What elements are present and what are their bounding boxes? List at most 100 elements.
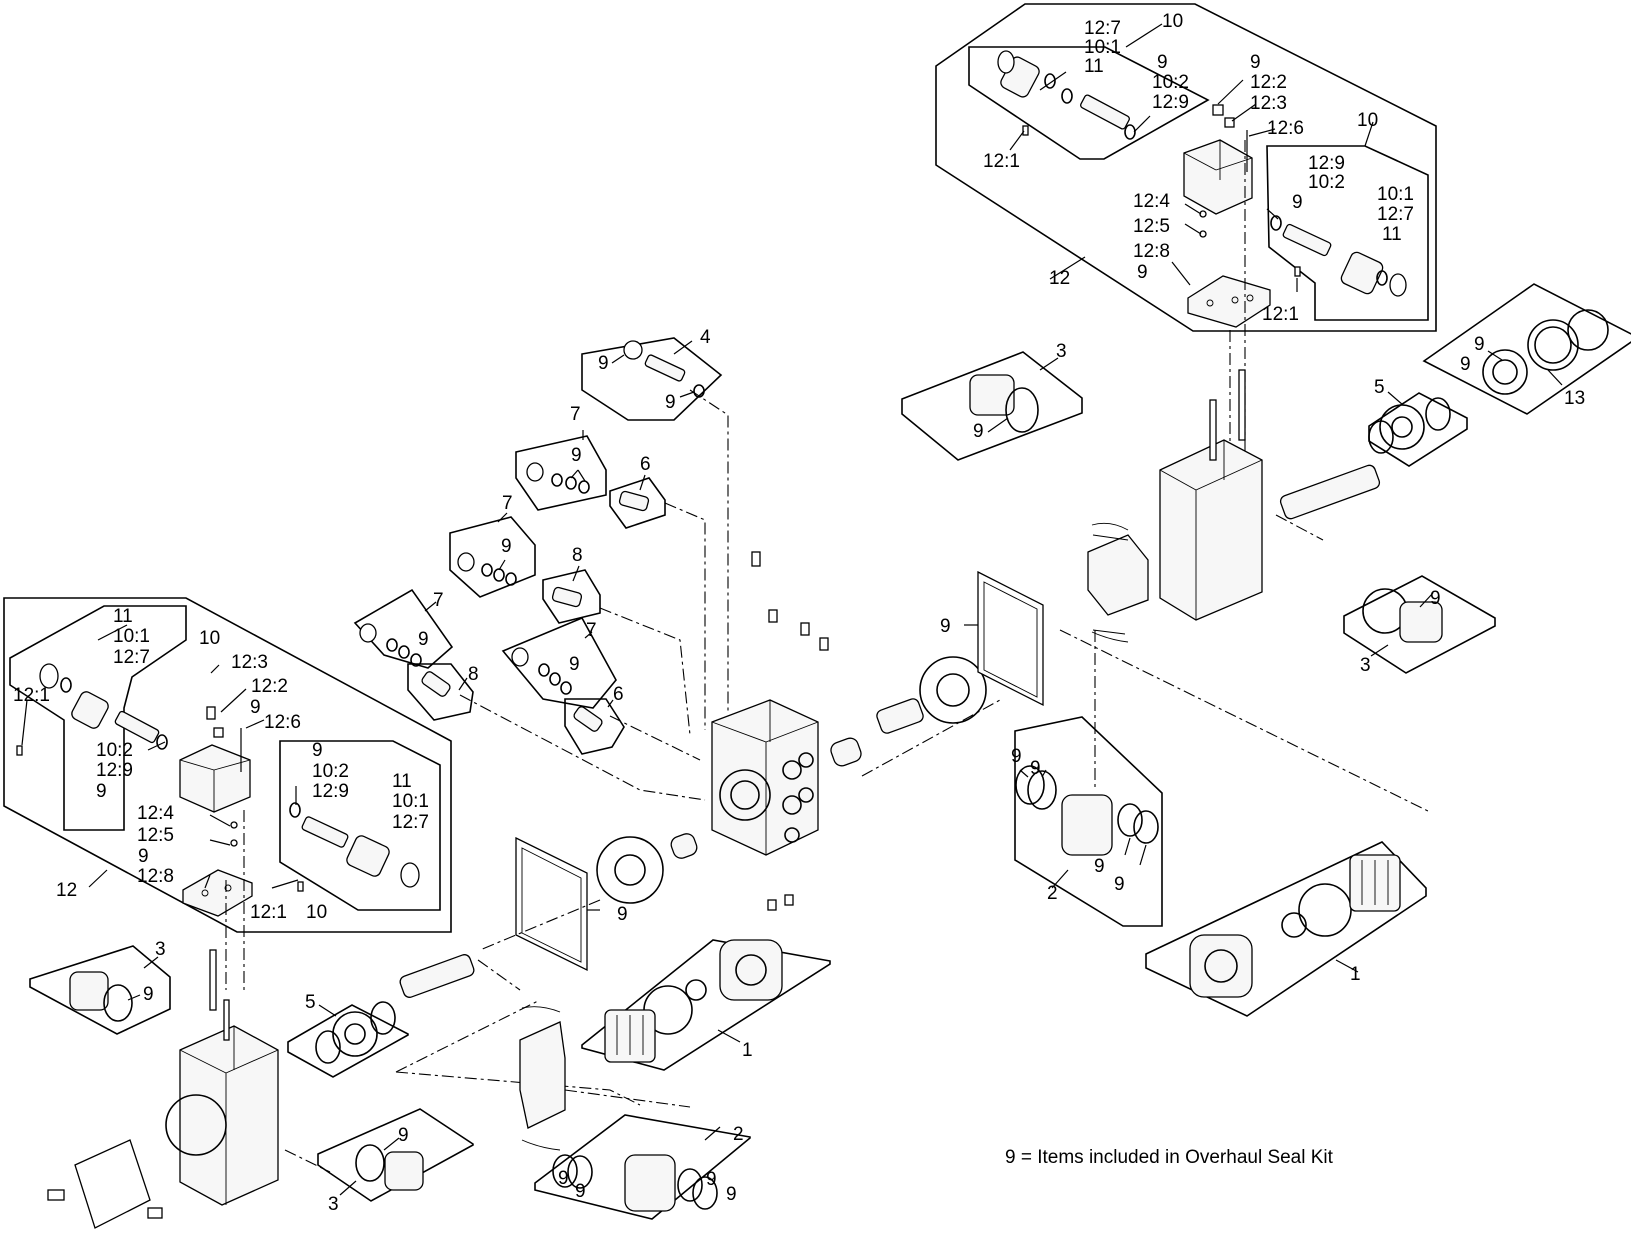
middle-valve-kits: [353, 337, 723, 755]
solenoid-coil-left-a: [71, 691, 109, 729]
left-pump-side: [29, 939, 831, 1229]
callout-upper-11b: 11: [1382, 224, 1402, 245]
stud-right-2: [1209, 399, 1217, 461]
callout-7d: 7: [586, 620, 597, 641]
control-block-upper: [1183, 139, 1253, 215]
swash-plate-left: [519, 1021, 566, 1129]
gasket-left: [515, 836, 588, 972]
coupler-left: [670, 833, 698, 859]
housing-bore: [719, 769, 771, 821]
solenoid-nut-upper-a: [997, 50, 1015, 74]
callout-left-12-7: 12:7: [113, 647, 150, 668]
callout-left-12-9: 12:9: [96, 760, 133, 781]
kit-6a-outline: [609, 477, 666, 529]
kit-10-outline-left-b: [279, 740, 441, 911]
kit-8a-outline: [542, 569, 601, 624]
bearing-5-left: [332, 1011, 378, 1057]
screw-left-12-1a: [16, 745, 23, 756]
callout-upper-10-2b: 10:2: [1308, 172, 1345, 193]
kit-5-outline-left: [287, 1004, 409, 1078]
callout-left-10-2: 10:2: [96, 740, 133, 761]
callout-left-12-5: 12:5: [137, 825, 174, 846]
bolt-3: [800, 622, 810, 636]
left-control-assembly: [3, 597, 452, 933]
callout-left-12-9b: 12:9: [312, 781, 349, 802]
seal-kit-note: 9 = Items included in Overhaul Seal Kit: [1005, 1147, 1334, 1168]
oring-upper-a3: [1124, 124, 1136, 140]
callout-left-3b-9: 9: [398, 1125, 409, 1146]
callout-left-12-1b: 12:1: [250, 902, 287, 923]
callout-right-13-9a: 9: [1474, 334, 1485, 355]
seal-carrier-left-bottom: [384, 1151, 424, 1191]
callout-upper-11: 11: [1084, 56, 1104, 77]
kit-3-outline-right-top: [901, 351, 1083, 461]
callout-left-2-9b: 9: [575, 1181, 586, 1202]
callout-upper-12-1b: 12:1: [1262, 304, 1299, 325]
solenoid-nut-left-b: [400, 862, 420, 888]
callout-left-2-9c: 9: [706, 1169, 717, 1190]
valve-4: [644, 354, 686, 382]
kit-3-outline-left-top: [29, 945, 171, 1035]
ring-13: [1527, 319, 1579, 371]
solenoid-coil-left-b: [346, 835, 390, 877]
callout-upper-9d: 9: [1292, 192, 1303, 213]
retaining-ring-13: [1567, 309, 1609, 351]
kit-7b-outline: [449, 516, 536, 598]
callout-upper-12-9b: 12:9: [1308, 153, 1345, 174]
bolt-left-b: [147, 1207, 163, 1219]
seal-carrier-right-bottom: [1399, 601, 1443, 643]
kit-3-outline-left-bottom: [317, 1108, 474, 1202]
callout-right-1: 1: [1350, 964, 1361, 985]
callout-right-gasket-9: 9: [940, 616, 951, 637]
callout-left-11b: 11: [392, 771, 412, 792]
control-gasket-upper: [1187, 275, 1271, 328]
callout-right-3b-9: 9: [1430, 588, 1441, 609]
drive-shaft-right: [1279, 464, 1381, 520]
valve-stem-left-b: [301, 816, 349, 848]
callout-7c-9: 9: [418, 629, 429, 650]
callout-right-2-9d: 9: [1114, 874, 1125, 895]
screw-left-12-3: [206, 706, 216, 720]
control-piston-right: [1061, 794, 1113, 856]
callout-left-10: 10: [199, 628, 220, 649]
oring-upper-b: [1270, 215, 1282, 231]
coupler-center: [830, 737, 862, 767]
callout-left-10-1: 10:1: [113, 626, 150, 647]
oring-left-top: [103, 984, 133, 1022]
callout-8a: 8: [572, 545, 583, 566]
pump-housing-left: [179, 1025, 279, 1206]
oring-right-top: [1005, 387, 1039, 433]
seal-13: [1482, 349, 1528, 395]
oring-left-a2: [156, 734, 168, 750]
assembly-centerlines: [225, 140, 1431, 1173]
callout-right-13: 13: [1564, 388, 1585, 409]
callout-upper-12: 12: [1049, 268, 1070, 289]
callout-6a: 6: [640, 454, 651, 475]
callout-7a-9: 9: [571, 445, 582, 466]
callout-left-2: 2: [733, 1124, 744, 1145]
pin-left-12-4: [230, 821, 238, 829]
callout-left-gasket-9: 9: [617, 904, 628, 925]
callout-8b: 8: [468, 664, 479, 685]
kit-12-outline-upper: [935, 3, 1437, 332]
callout-upper-10-1b: 10:1: [1377, 184, 1414, 205]
callout-left-12-7b: 12:7: [392, 812, 429, 833]
screw-upper-12-1b: [1294, 266, 1301, 277]
bolt-1: [751, 551, 761, 567]
control-gasket-left: [182, 869, 253, 917]
bearing-5-right: [1379, 404, 1425, 450]
oring-upper-b2: [1376, 270, 1388, 286]
callout-right-2-9b: 9: [1030, 758, 1041, 779]
callout-4: 4: [700, 327, 711, 348]
callout-right-5: 5: [1374, 377, 1385, 398]
valve-stem-upper-a: [1080, 94, 1130, 130]
mounting-flange-left: [74, 1139, 151, 1229]
callout-7b: 7: [502, 493, 513, 514]
callout-left-12-2: 12:2: [251, 676, 288, 697]
callout-left-10b: 10: [306, 902, 327, 923]
needle-bearing: [876, 698, 924, 734]
callout-right-13-9b: 9: [1460, 354, 1471, 375]
kit-7c-outline: [353, 588, 454, 669]
callout-upper-12-2: 12:2: [1250, 72, 1287, 93]
